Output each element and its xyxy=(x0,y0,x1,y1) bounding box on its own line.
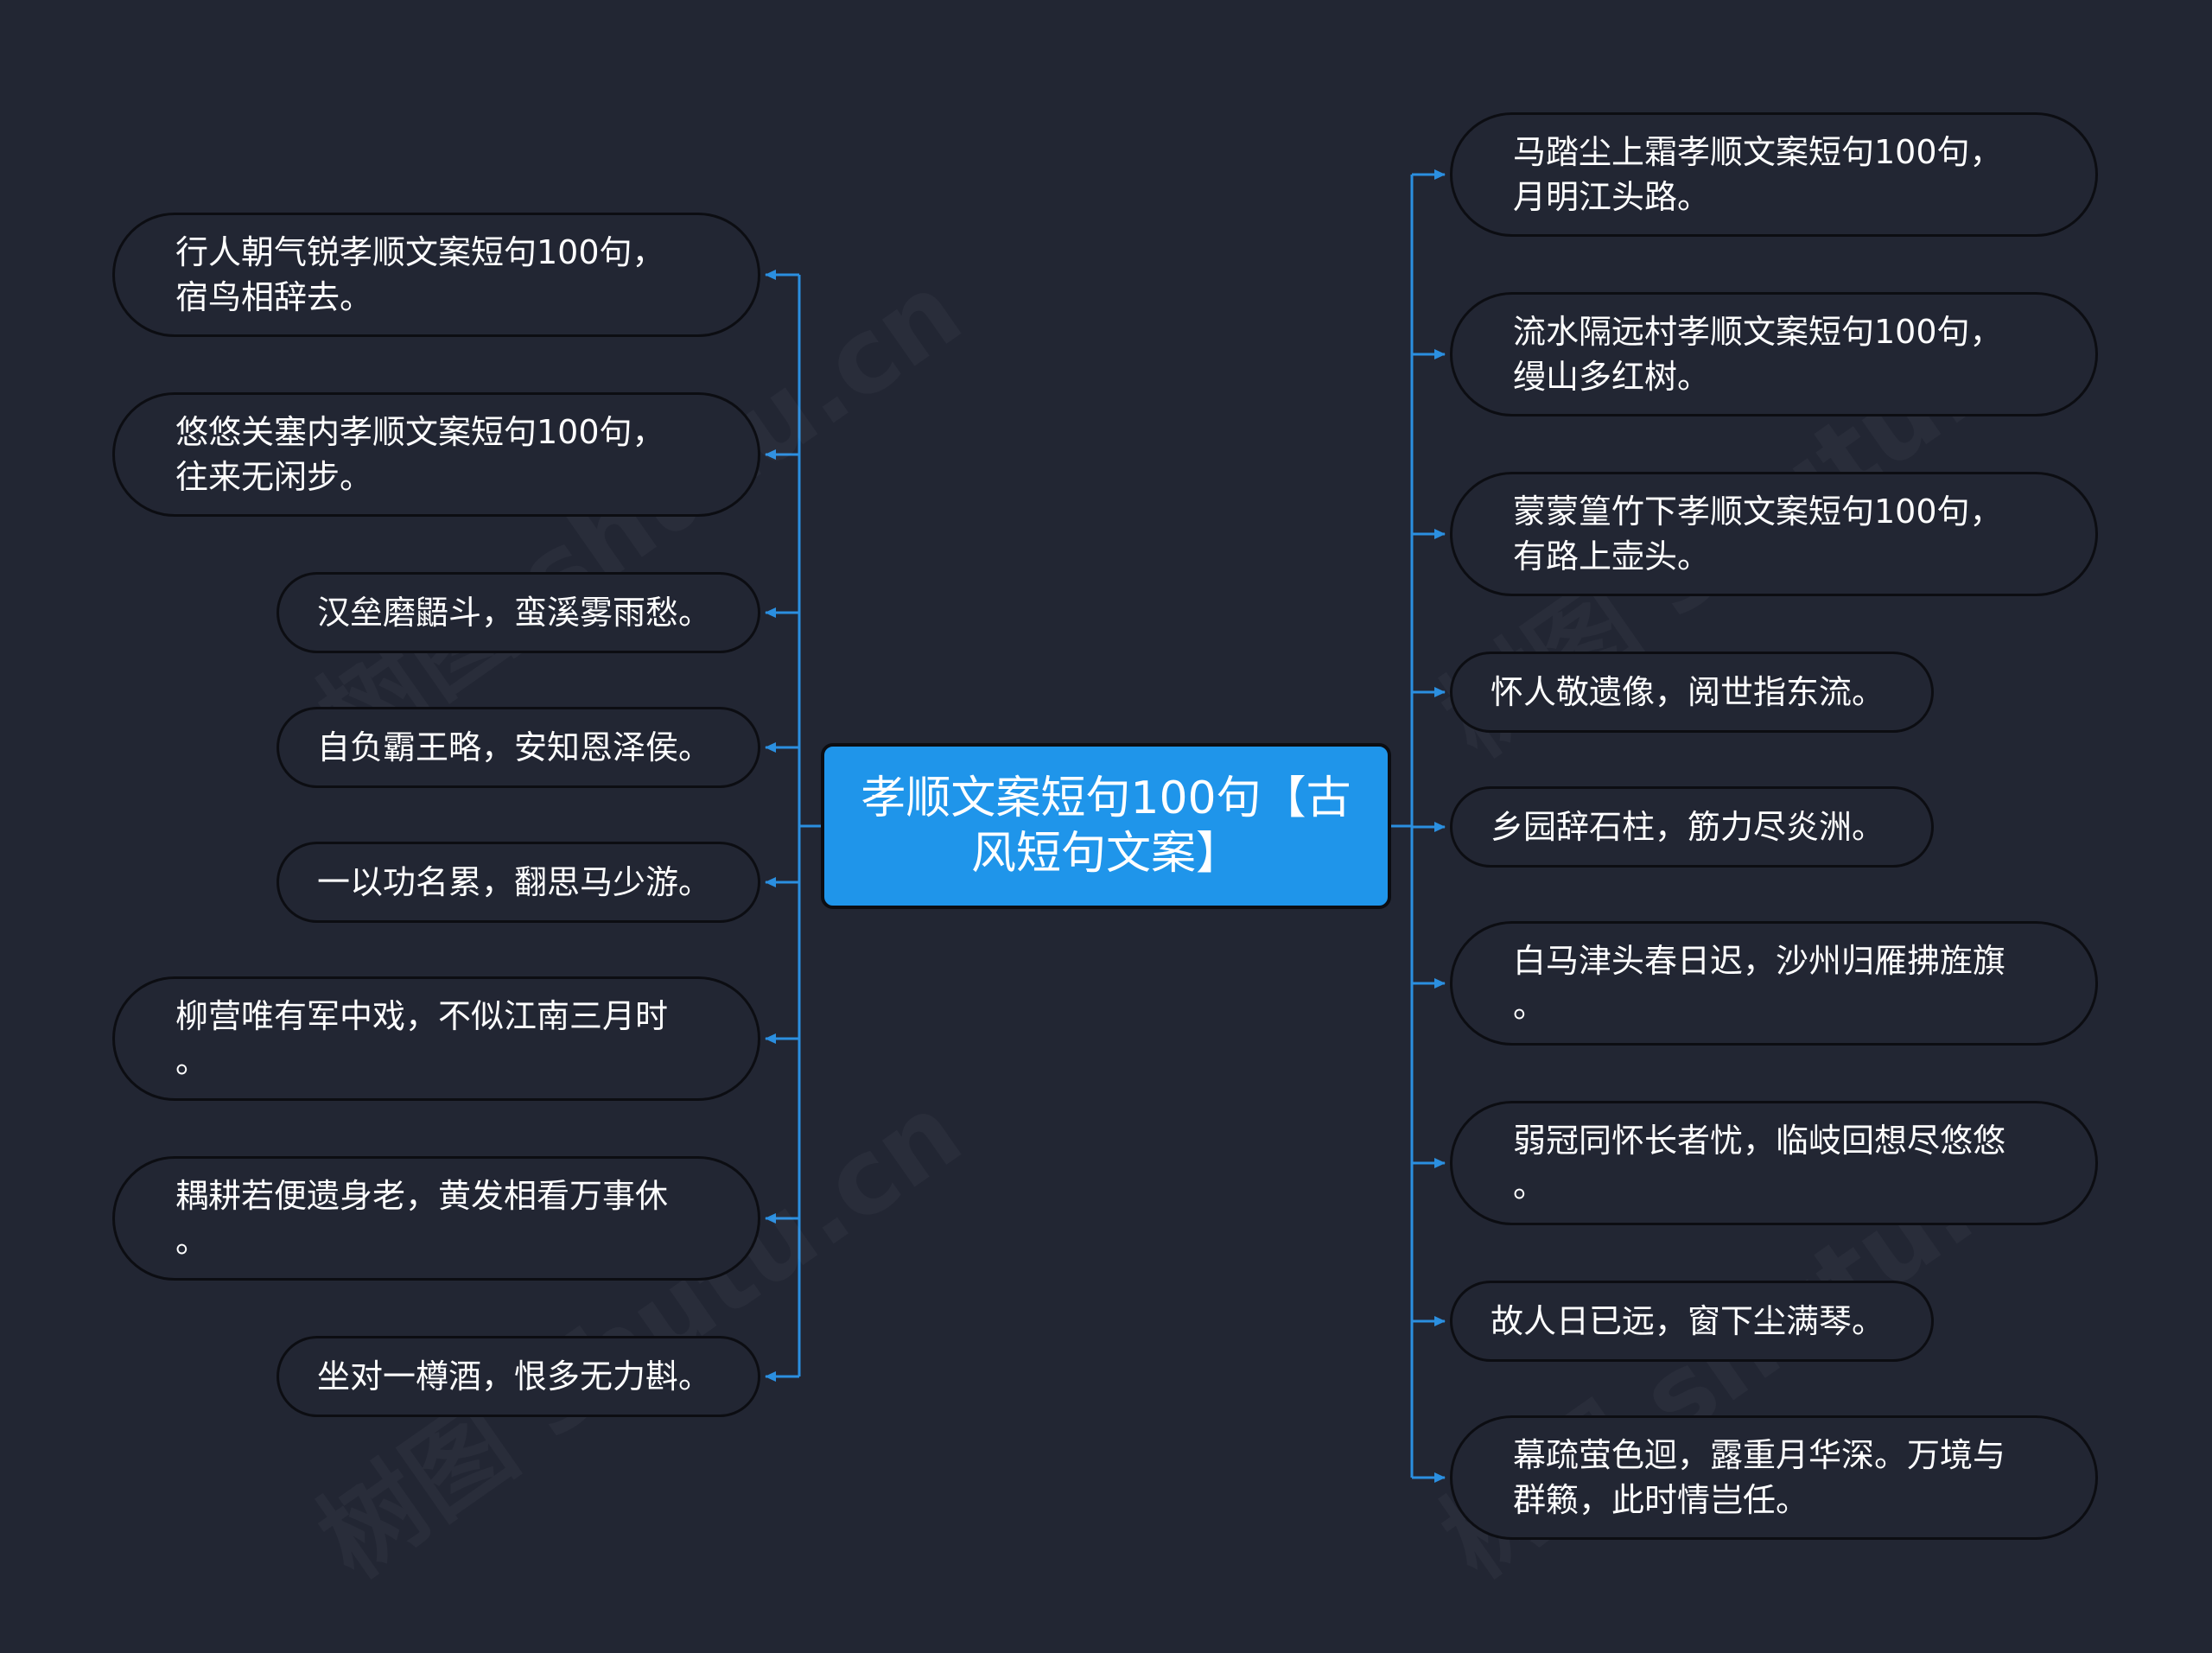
node-text: 坐对一樽酒，恨多无力斟。 xyxy=(317,1357,712,1396)
left-node[interactable]: 自负霸王略，安知恩泽侯。 xyxy=(276,707,760,788)
node-text: 耦耕若便遗身老，黄发相看万事休 。 xyxy=(175,1177,669,1260)
left-node[interactable]: 一以功名累，翻思马少游。 xyxy=(276,842,760,923)
node-text: 马踏尘上霜孝顺文案短句100句， 月明江头路。 xyxy=(1513,133,2003,216)
node-text: 白马津头春日迟，沙州归雁拂旌旗 。 xyxy=(1513,942,2006,1025)
right-node[interactable]: 乡园辞石柱，筋力尽炎洲。 xyxy=(1450,786,1934,868)
node-text: 乡园辞石柱，筋力尽炎洲。 xyxy=(1491,808,1885,846)
right-node[interactable]: 故人日已远，窗下尘满琴。 xyxy=(1450,1281,1934,1362)
node-text: 悠悠关塞内孝顺文案短句100句， 往来无闲步。 xyxy=(175,413,665,496)
node-text: 幕疏萤色迴，露重月华深。万境与 群籁，此时情岂任。 xyxy=(1513,1436,2006,1519)
center-topic[interactable]: 孝顺文案短句100句【古风短句文案】 xyxy=(821,743,1391,909)
right-node[interactable]: 幕疏萤色迴，露重月华深。万境与 群籁，此时情岂任。 xyxy=(1450,1415,2098,1540)
left-node[interactable]: 坐对一樽酒，恨多无力斟。 xyxy=(276,1336,760,1417)
left-node[interactable]: 柳营唯有军中戏，不似江南三月时 。 xyxy=(112,976,760,1101)
node-text: 怀人敬遗像，阅世指东流。 xyxy=(1491,673,1885,711)
right-node[interactable]: 流水隔远村孝顺文案短句100句， 缦山多红树。 xyxy=(1450,292,2098,416)
left-node[interactable]: 行人朝气锐孝顺文案短句100句， 宿鸟相辞去。 xyxy=(112,213,760,337)
node-text: 故人日已远，窗下尘满琴。 xyxy=(1491,1302,1885,1340)
node-text: 一以功名累，翻思马少游。 xyxy=(317,863,712,901)
node-text: 流水隔远村孝顺文案短句100句， 缦山多红树。 xyxy=(1513,313,2003,396)
left-node[interactable]: 汉垒磨鼯斗，蛮溪雾雨愁。 xyxy=(276,572,760,653)
left-node[interactable]: 悠悠关塞内孝顺文案短句100句， 往来无闲步。 xyxy=(112,392,760,517)
node-text: 柳营唯有军中戏，不似江南三月时 。 xyxy=(175,997,669,1080)
right-node[interactable]: 白马津头春日迟，沙州归雁拂旌旗 。 xyxy=(1450,921,2098,1046)
node-text: 自负霸王略，安知恩泽侯。 xyxy=(317,728,712,766)
node-text: 弱冠同怀长者忧，临岐回想尽悠悠 。 xyxy=(1513,1122,2006,1205)
center-topic-label: 孝顺文案短句100句【古风短句文案】 xyxy=(861,772,1351,880)
right-node[interactable]: 怀人敬遗像，阅世指东流。 xyxy=(1450,652,1934,733)
left-node[interactable]: 耦耕若便遗身老，黄发相看万事休 。 xyxy=(112,1156,760,1281)
right-node[interactable]: 弱冠同怀长者忧，临岐回想尽悠悠 。 xyxy=(1450,1101,2098,1225)
node-text: 行人朝气锐孝顺文案短句100句， 宿鸟相辞去。 xyxy=(175,233,665,316)
right-node[interactable]: 马踏尘上霜孝顺文案短句100句， 月明江头路。 xyxy=(1450,112,2098,237)
node-text: 汉垒磨鼯斗，蛮溪雾雨愁。 xyxy=(317,594,712,632)
right-node[interactable]: 蒙蒙篁竹下孝顺文案短句100句， 有路上壶头。 xyxy=(1450,472,2098,596)
node-text: 蒙蒙篁竹下孝顺文案短句100句， 有路上壶头。 xyxy=(1513,493,2003,575)
